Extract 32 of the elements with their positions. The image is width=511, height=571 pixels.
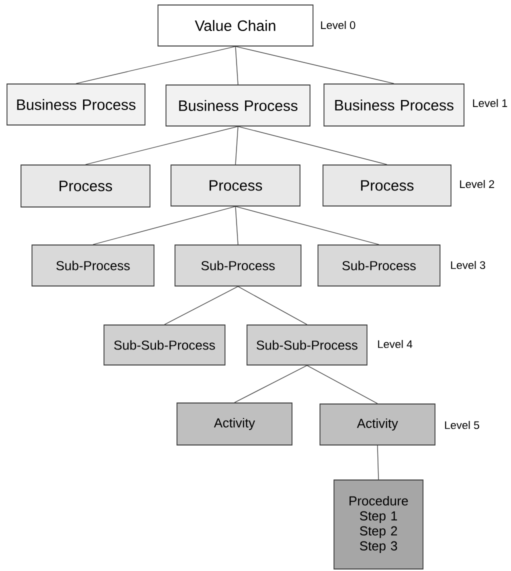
connector-line (235, 126, 238, 165)
connector-line (92, 206, 236, 245)
process-box: Sub-Sub-Process (246, 324, 368, 366)
connector-line (235, 46, 238, 85)
connector-line (234, 365, 308, 403)
process-box: Process (322, 164, 452, 206)
process-box: Sub-Process (32, 244, 154, 286)
process-box: Procedure Step 1 Step 2 Step 3 (334, 480, 424, 570)
connector-line (238, 286, 308, 325)
connector-line (238, 126, 388, 165)
connector-line (377, 445, 379, 480)
process-box: Sub-Sub-Process (104, 324, 226, 366)
connector-line (76, 46, 236, 84)
process-box: Business Process (6, 84, 146, 126)
process-box: Process (20, 164, 150, 208)
level-label: Level 4 (378, 340, 412, 348)
connector-line (85, 126, 238, 165)
connector-line (235, 206, 238, 245)
connector-line (306, 365, 378, 404)
connector-line (164, 286, 238, 325)
connector-line (235, 206, 380, 245)
level-label: Level 3 (451, 260, 486, 270)
process-box: Value Chain (158, 4, 314, 46)
process-box: Sub-Process (318, 244, 440, 286)
process-box: Sub-Process (174, 244, 302, 286)
level-label: Level 5 (445, 420, 480, 430)
process-box: Activity (320, 404, 436, 446)
process-box: Activity (176, 402, 292, 446)
process-box: Business Process (166, 84, 310, 126)
connector-line (235, 46, 394, 84)
process-box: Process (170, 164, 300, 206)
process-box: Business Process (324, 84, 464, 126)
